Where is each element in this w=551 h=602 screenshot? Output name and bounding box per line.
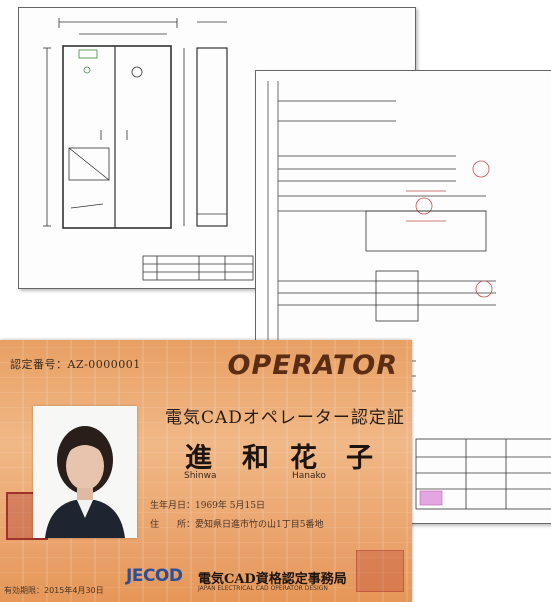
certificate-title: 電気CADオペレーター認定証 [165, 408, 405, 428]
name-char-3: 花 [290, 443, 317, 474]
issuing-office-name: 電気CAD資格認定事務局 [198, 572, 347, 587]
validity-date: 有効期限：2015年4月30日 [4, 586, 104, 595]
square-stamp-seal [356, 550, 404, 592]
cabinet-drawing [43, 18, 254, 281]
id-photo [33, 406, 137, 538]
role-title: OPERATOR [227, 350, 398, 381]
name-char-2: 和 [242, 443, 269, 474]
operator-certificate-card: 認定番号：AZ-0000001 OPERATOR 電気CADオペレーター認定証 … [0, 340, 412, 602]
name-romaji-family: Shinwa [184, 471, 217, 481]
certification-number: 認定番号：AZ-0000001 [10, 358, 141, 371]
address: 住 所：愛知県日進市竹の山1丁目5番地 [150, 520, 324, 530]
jecod-logo: JECOD [126, 566, 183, 586]
issuing-office-subtitle: JAPAN ELECTRICAL CAD OPERATOR DESIGN [198, 585, 328, 592]
name-char-1: 進 [185, 443, 212, 474]
name-romaji-given: Hanako [292, 471, 326, 481]
portrait-image [33, 406, 137, 538]
name-char-4: 子 [346, 443, 373, 474]
birth-date: 生年月日：1969年 5月15日 [150, 501, 265, 511]
